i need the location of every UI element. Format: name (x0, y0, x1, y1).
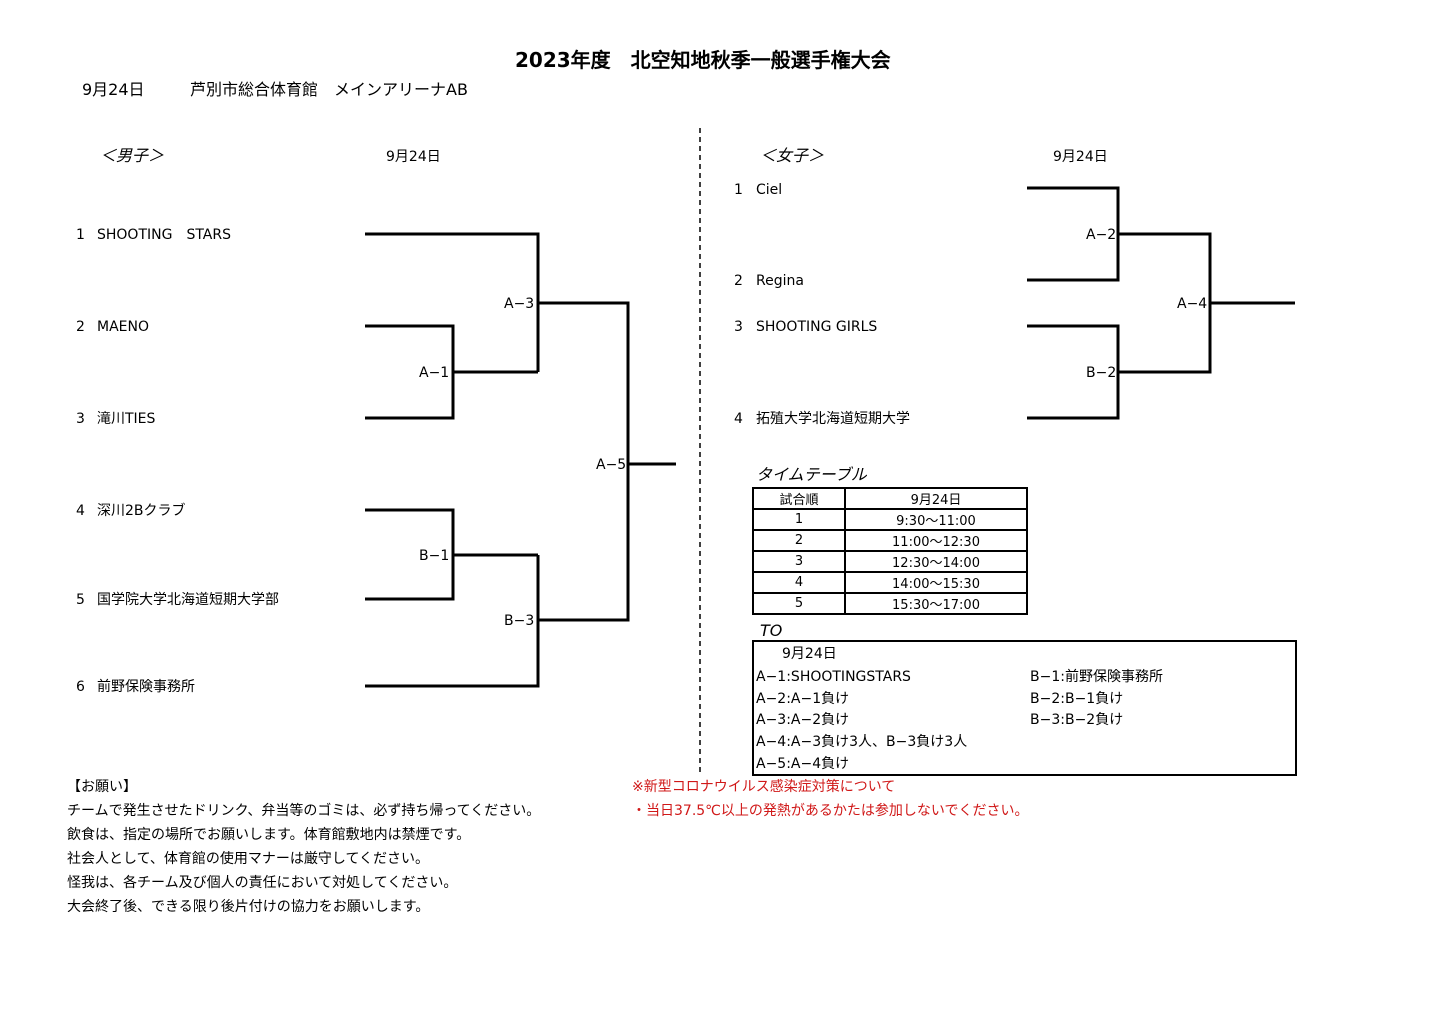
bracket-line (365, 555, 540, 688)
team-no: 4 (734, 411, 743, 427)
note-line: 大会終了後、できる限り後片付けの協力をお願いします。 (67, 899, 430, 915)
to-title: TO (760, 621, 783, 640)
men-date: 9月24日 (386, 149, 441, 165)
cell: 3 (752, 550, 846, 573)
game-label: A−5 (596, 457, 627, 473)
header-cell: 試合順 (752, 487, 846, 510)
team-no: 2 (76, 319, 85, 335)
to-item: A−2:A−1負け (756, 691, 850, 707)
team-name: 拓殖大学北海道短期大学 (756, 411, 910, 427)
game-label: A−3 (504, 296, 535, 312)
cell: 1 (752, 508, 846, 531)
team-no: 4 (76, 503, 85, 519)
to-item: A−3:A−2負け (756, 712, 850, 728)
note-line: 社会人として、体育館の使用マナーは厳守してください。 (67, 851, 430, 867)
cell: 9:30〜11:00 (844, 508, 1028, 531)
cell: 11:00〜12:30 (844, 529, 1028, 552)
team-no: 3 (734, 319, 743, 335)
men-heading: ＜男子＞ (100, 146, 165, 165)
game-label: B−1 (419, 548, 450, 564)
team-name: SHOOTING STARS (97, 227, 231, 243)
cell: 14:00〜15:30 (844, 571, 1028, 594)
bracket-line (538, 301, 630, 622)
to-date: 9月24日 (782, 646, 837, 662)
game-label: B−3 (504, 613, 535, 629)
page-title: 2023年度 北空知地秋季一般選手権大会 (515, 48, 891, 72)
timetable-title: タイムテーブル (756, 465, 867, 484)
game-label: A−2 (1086, 227, 1117, 243)
team-no: 3 (76, 411, 85, 427)
team-no: 1 (734, 182, 743, 198)
team-name: MAENO (97, 319, 149, 335)
cell: 12:30〜14:00 (844, 550, 1028, 573)
to-item: B−2:B−1負け (1030, 691, 1124, 707)
women-date: 9月24日 (1053, 149, 1108, 165)
to-item: A−4:A−3負け3人、B−3負け3人 (756, 734, 968, 750)
team-no: 1 (76, 227, 85, 243)
to-item: A−1:SHOOTINGSTARS (756, 669, 911, 685)
cell: 2 (752, 529, 846, 552)
women-heading: ＜女子＞ (760, 146, 825, 165)
game-label: A−1 (419, 365, 450, 381)
venue: 芦別市総合体育館 メインアリーナAB (190, 80, 468, 99)
game-label: A−4 (1177, 296, 1208, 312)
team-name: 滝川TIES (97, 411, 156, 427)
bracket-line (365, 232, 540, 372)
cell: 15:30〜17:00 (844, 592, 1028, 615)
note-line: 飲食は、指定の場所でお願いします。体育館敷地内は禁煙です。 (67, 827, 471, 843)
team-name: Ciel (756, 182, 783, 198)
game-label: B−2 (1086, 365, 1117, 381)
team-no: 5 (76, 592, 85, 608)
to-item: A−5:A−4負け (756, 756, 850, 772)
team-name: Regina (756, 273, 804, 289)
team-name: 前野保険事務所 (97, 679, 195, 695)
event-date: 9月24日 (82, 80, 145, 99)
note-line: 怪我は、各チーム及び個人の責任において対処してください。 (67, 875, 458, 891)
team-no: 2 (734, 273, 743, 289)
to-item: B−1:前野保険事務所 (1030, 669, 1163, 685)
covid-title: ※新型コロナウイルス感染症対策について (632, 779, 896, 795)
cell: 5 (752, 592, 846, 615)
cell: 4 (752, 571, 846, 594)
header-cell: 9月24日 (844, 487, 1028, 510)
team-name: SHOOTING GIRLS (756, 319, 878, 335)
team-name: 深川2Bクラブ (97, 503, 186, 519)
team-name: 国学院大学北海道短期大学部 (97, 592, 279, 608)
team-no: 6 (76, 679, 85, 695)
note-line: チームで発生させたドリンク、弁当等のゴミは、必ず持ち帰ってください。 (67, 803, 541, 819)
to-box: 9月24日 A−1:SHOOTINGSTARS A−2:A−1負け A−3:A−… (752, 640, 1297, 776)
covid-line: ・当日37.5℃以上の発熱があるかたは参加しないでください。 (632, 803, 1029, 819)
to-item: B−3:B−2負け (1030, 712, 1124, 728)
notes-title: 【お願い】 (67, 779, 137, 795)
